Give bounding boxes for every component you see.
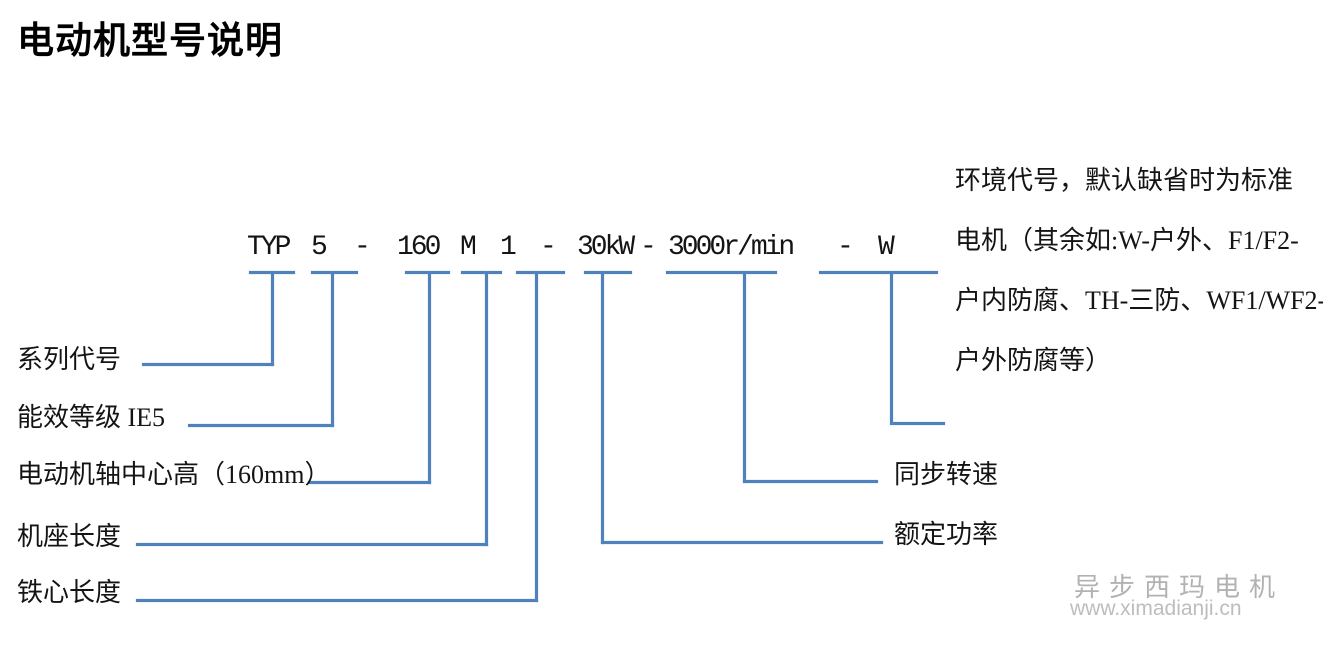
connector-lead-sync-speed: [743, 480, 878, 483]
label-series-code: 系列代号: [17, 345, 122, 374]
connector-vertical-environment: [890, 272, 893, 425]
connector-vertical-efficiency: [331, 272, 334, 427]
underline-efficiency: [311, 271, 358, 274]
code-segment-frame-length: M: [460, 232, 477, 263]
connector-vertical-speed: [743, 272, 746, 483]
label-rated-power: 额定功率: [894, 520, 999, 549]
connector-lead-efficiency: [188, 424, 334, 427]
underline-core-length: [516, 271, 565, 274]
underline-speed: [666, 271, 777, 274]
code-segment-series: TYP: [247, 232, 291, 263]
environment-note-line-4: 户外防腐等）: [955, 346, 1112, 375]
connector-lead-series: [142, 363, 274, 366]
code-segment-dash-4: -: [837, 232, 854, 263]
connector-vertical-frame-size: [428, 272, 431, 484]
label-core-length: 铁心长度: [17, 578, 122, 607]
code-segment-core-length: 1: [500, 232, 517, 263]
connector-lead-core-length: [136, 599, 538, 602]
connector-lead-environment: [893, 422, 945, 425]
code-segment-power: 30kW: [577, 232, 635, 263]
connector-vertical-core-length: [535, 272, 538, 602]
label-frame-length: 机座长度: [17, 522, 122, 551]
code-segment-dash-2: -: [540, 232, 557, 263]
connector-vertical-frame-length: [485, 272, 488, 546]
connector-vertical-series: [271, 272, 274, 366]
environment-note-line-2: 电机（其余如:W-户外、F1/F2-: [955, 226, 1299, 255]
code-segment-dash-3: -: [640, 232, 657, 263]
underline-frame-length: [461, 271, 502, 274]
code-segment-dash-1: -: [354, 232, 371, 263]
watermark-website: www.ximadianji.cn: [1070, 597, 1242, 620]
label-efficiency-grade: 能效等级 IE5: [17, 403, 166, 432]
connector-lead-frame-length: [136, 543, 488, 546]
connector-lead-rated-power: [601, 541, 883, 544]
connector-lead-frame-size: [308, 481, 431, 484]
underline-environment: [819, 271, 938, 274]
environment-note-line-3: 户内防腐、TH-三防、WF1/WF2-: [955, 286, 1323, 315]
environment-note-line-1: 环境代号，默认缺省时为标准: [955, 166, 1294, 195]
label-shaft-center-height: 电动机轴中心高（160mm）: [17, 460, 331, 489]
code-segment-frame-size: 160: [397, 232, 441, 263]
code-segment-environment: W: [878, 232, 895, 263]
code-segment-efficiency: 5: [311, 232, 328, 263]
underline-frame-size: [405, 271, 450, 274]
page-title: 电动机型号说明: [17, 20, 283, 61]
underline-power: [584, 271, 632, 274]
label-sync-speed: 同步转速: [894, 460, 999, 489]
connector-vertical-power: [601, 272, 604, 544]
code-segment-speed: 3000r/min: [668, 232, 795, 263]
watermark-brand: 异步西玛电机: [1074, 573, 1285, 602]
